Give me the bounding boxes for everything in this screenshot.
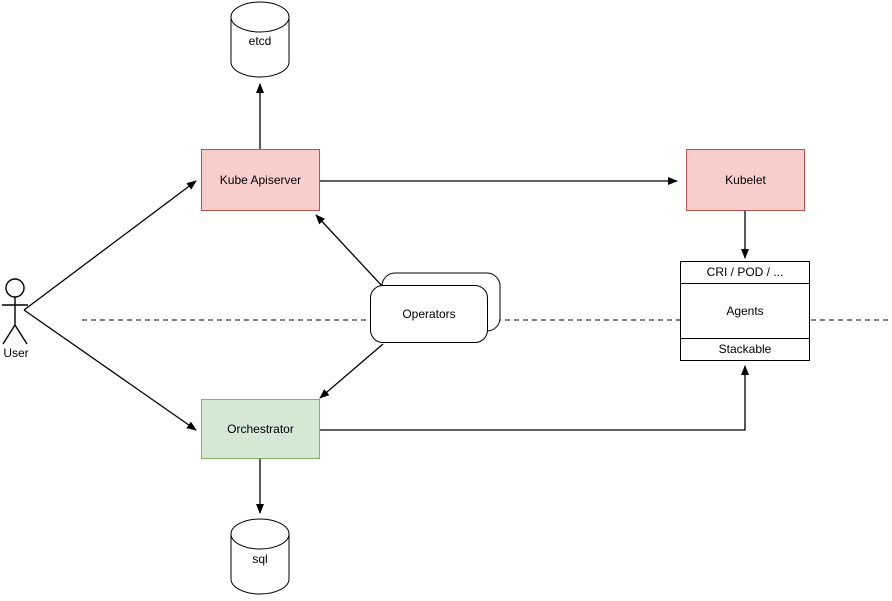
kube-apiserver-node[interactable]: Kube Apiserver bbox=[201, 149, 320, 211]
user-actor-icon bbox=[2, 278, 28, 345]
agents-stack-stackable-row[interactable]: Stackable bbox=[681, 338, 809, 360]
etcd-label: etcd bbox=[248, 34, 272, 48]
orchestrator-node[interactable]: Orchestrator bbox=[201, 399, 320, 459]
sql-cylinder bbox=[230, 518, 290, 595]
etcd-cylinder bbox=[230, 1, 290, 78]
edge-operators-to-orchestrator bbox=[319, 343, 384, 399]
agents-stack-cri-label: CRI / POD / ... bbox=[706, 265, 784, 280]
operators-node[interactable]: Operators bbox=[370, 285, 488, 343]
sql-label: sql bbox=[252, 552, 268, 566]
orchestrator-label: Orchestrator bbox=[227, 421, 294, 436]
agents-stack-node[interactable]: CRI / POD / ... Agents Stackable bbox=[680, 261, 810, 361]
edge-operators-to-apiserver bbox=[315, 214, 384, 288]
edge-user-to-apiserver bbox=[23, 180, 197, 311]
user-label: User bbox=[3, 346, 29, 360]
edge-user-to-orchestrator bbox=[23, 309, 197, 431]
agents-stack-agents-row[interactable]: Agents bbox=[681, 284, 809, 338]
agents-stack-stackable-label: Stackable bbox=[718, 342, 772, 357]
agents-stack-agents-label: Agents bbox=[726, 303, 764, 318]
edge-orchestrator-to-stackable bbox=[320, 365, 749, 431]
agents-stack-cri-row[interactable]: CRI / POD / ... bbox=[681, 262, 809, 284]
kubelet-node[interactable]: Kubelet bbox=[686, 149, 805, 211]
kubelet-label: Kubelet bbox=[725, 172, 766, 187]
operators-label: Operators bbox=[402, 306, 456, 321]
kube-apiserver-label: Kube Apiserver bbox=[219, 172, 302, 187]
